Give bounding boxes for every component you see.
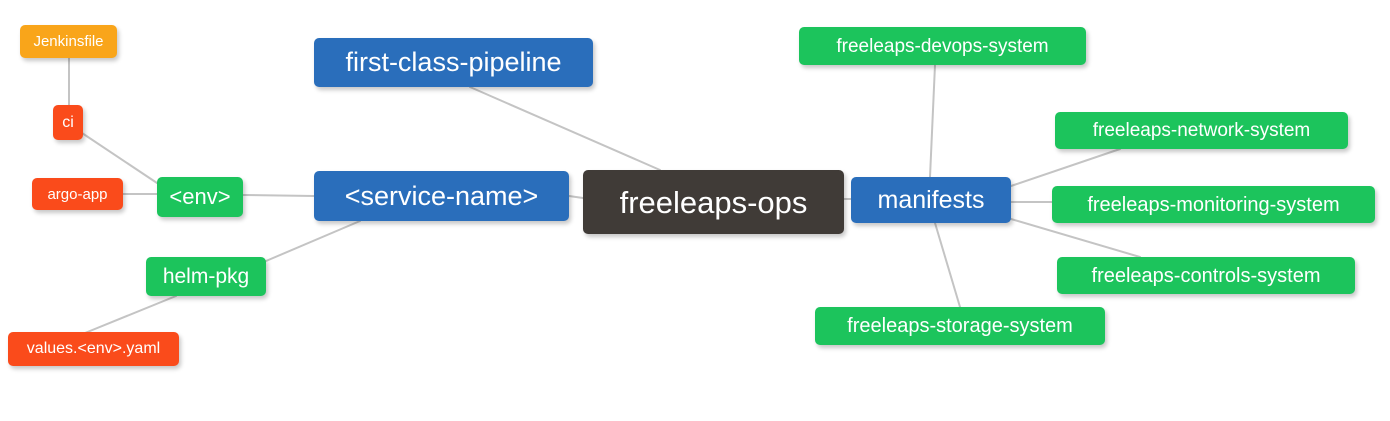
mindmap-node-freeleaps-controls-system[interactable]: freeleaps-controls-system — [1057, 257, 1355, 294]
mindmap-node-freeleaps-devops-system[interactable]: freeleaps-devops-system — [799, 27, 1086, 65]
mindmap-node-argo-app[interactable]: argo-app — [32, 178, 123, 210]
mindmap-node-freeleaps-storage-system[interactable]: freeleaps-storage-system — [815, 307, 1105, 345]
edge-manifests-to-freeleaps-devops-system — [929, 64, 936, 178]
mindmap-node-jenkinsfile[interactable]: Jenkinsfile — [20, 25, 117, 58]
edge-manifests-to-freeleaps-network-system — [1010, 148, 1121, 187]
node-label: helm-pkg — [162, 265, 250, 288]
node-label: freeleaps-network-system — [1092, 120, 1311, 141]
node-label: first-class-pipeline — [345, 47, 562, 77]
mindmap-node-env[interactable]: <env> — [157, 177, 243, 217]
edge-ci-to-env — [81, 132, 158, 184]
edge-manifests-to-freeleaps-storage-system — [934, 222, 961, 308]
mindmap-node-freeleaps-monitoring-system[interactable]: freeleaps-monitoring-system — [1052, 186, 1375, 223]
edge-env-to-service-name — [242, 194, 315, 197]
mindmap-node-service-name[interactable]: <service-name> — [314, 171, 569, 221]
mindmap-node-freeleaps-ops[interactable]: freeleaps-ops — [583, 170, 844, 234]
edge-service-name-to-helm-pkg — [265, 220, 361, 262]
node-label: values.<env>.yaml — [26, 340, 161, 357]
node-label: freeleaps-monitoring-system — [1087, 193, 1340, 216]
node-label: freeleaps-devops-system — [836, 35, 1049, 57]
mindmap-node-first-class-pipeline[interactable]: first-class-pipeline — [314, 38, 593, 87]
node-label: <env> — [169, 184, 231, 209]
mindmap-node-manifests[interactable]: manifests — [851, 177, 1011, 223]
mindmap-node-helm-pkg[interactable]: helm-pkg — [146, 257, 266, 296]
mindmap-node-ci[interactable]: ci — [53, 105, 83, 140]
edge-first-class-pipeline-to-freeleaps-ops — [469, 86, 661, 171]
node-label: ci — [62, 113, 74, 131]
node-label: Jenkinsfile — [33, 33, 104, 50]
node-label: argo-app — [47, 185, 108, 203]
mindmap-node-freeleaps-network-system[interactable]: freeleaps-network-system — [1055, 112, 1348, 149]
node-label: <service-name> — [344, 180, 539, 211]
edge-manifests-to-freeleaps-controls-system — [1010, 218, 1141, 258]
edge-service-name-to-freeleaps-ops — [568, 195, 584, 199]
mindmap-node-values-env-yaml[interactable]: values.<env>.yaml — [8, 332, 179, 366]
node-label: manifests — [877, 185, 985, 214]
edge-helm-pkg-to-values-env-yaml — [84, 295, 177, 334]
node-label: freeleaps-controls-system — [1091, 264, 1321, 287]
node-label: freeleaps-storage-system — [847, 315, 1073, 337]
node-label: freeleaps-ops — [619, 184, 808, 220]
